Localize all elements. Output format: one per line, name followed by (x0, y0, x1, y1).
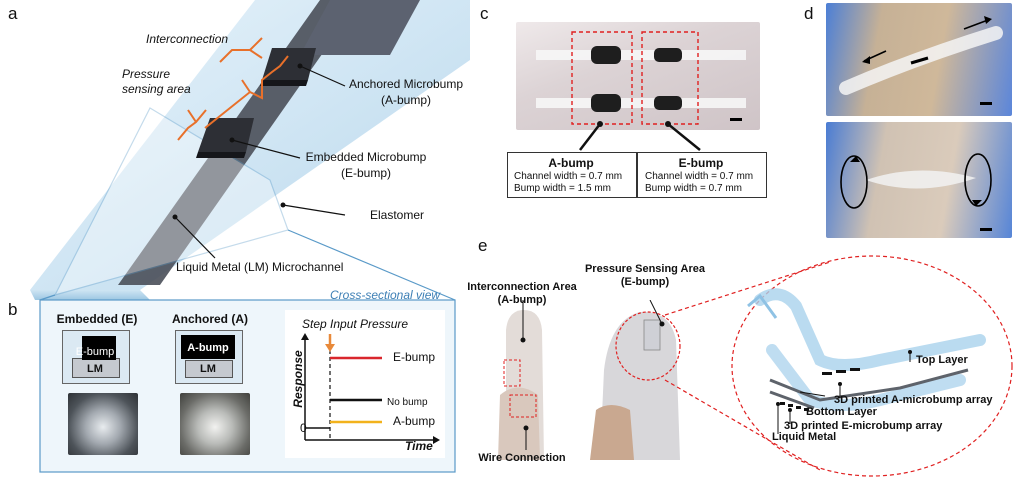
a-bump-leader-dot (297, 63, 303, 69)
panel-label-a: a (8, 4, 18, 23)
series-label-abump: A-bump (393, 414, 436, 428)
a-microbump-array-label: 3D printed A-microbump array (834, 394, 993, 406)
anchored-microbump-label-1: Anchored Microbump (348, 77, 464, 91)
elastomer-front-face (30, 290, 150, 300)
finger-photo-2 (590, 300, 681, 460)
embedded-photo (68, 393, 138, 455)
stretching-overlay (839, 16, 1003, 105)
panel-label-e: e (478, 236, 488, 255)
embedded-ebump-block (82, 336, 116, 360)
panel-label-c: c (480, 4, 489, 23)
e-bump-shape (198, 118, 254, 152)
anchored-lm-text: LM (200, 363, 216, 375)
ebump-spec-channel: Channel width = 0.7 mm (645, 171, 754, 182)
abump-spec-box (507, 152, 637, 198)
anchored-title: Anchored (A) (172, 312, 248, 326)
twisting-overlay (840, 153, 992, 231)
interconnection-label: Interconnection (146, 32, 229, 46)
anchored-abump-text: A-bump (187, 342, 229, 354)
ebump-spec-bump: Bump width = 0.7 mm (645, 183, 742, 194)
e-bump-side (196, 152, 246, 158)
panel-label-d: d (804, 4, 814, 23)
a-bump-side (260, 80, 308, 86)
panel-c-overlay (536, 31, 746, 127)
liquid-metal-label: Liquid Metal (772, 431, 837, 443)
embedded-lm-text: LM (87, 363, 103, 375)
panel-c-photo (516, 22, 760, 130)
chart-y-axis-arrow (301, 333, 309, 340)
pressure-bracket (177, 109, 207, 141)
panel-a-illustration (30, 0, 470, 300)
interconnection-area-label-2: (A-bump) (497, 294, 547, 306)
response-chart-card (285, 310, 445, 458)
finger-photo-1 (498, 300, 544, 460)
top-layer-label: Top Layer (916, 354, 968, 366)
panel-label-b: b (8, 300, 18, 319)
elastomer-label: Elastomer (370, 208, 425, 222)
anchored-abump-block (181, 335, 235, 359)
chart-x-axis-arrow (433, 436, 440, 444)
ebump-spec-title: E-bump (678, 156, 724, 170)
e-microbump-array-label: 3D printed E-microbump array (784, 420, 943, 432)
ebump-spec-box (637, 152, 767, 198)
cross-sectional-view-label: Cross-sectional view (330, 288, 441, 302)
embedded-title: Embedded (E) (56, 312, 138, 326)
a-bump-shape (262, 48, 316, 80)
abump-spec-channel: Channel width = 0.7 mm (514, 171, 623, 182)
lm-microchannel-label: Liquid Metal (LM) Microchannel (176, 260, 344, 274)
wire-connection-label: Wire Connection (478, 452, 566, 464)
anchored-microbump-label-2: (A-bump) (380, 93, 431, 107)
embedded-microbump-label-2: (E-bump) (340, 166, 391, 180)
interconnection-bracket-top (219, 37, 263, 63)
contact-pad (300, 0, 420, 55)
series-label-nobump: No bump (387, 397, 428, 408)
chart-xlabel: Time (405, 439, 433, 453)
abump-spec-title: A-bump (548, 156, 594, 170)
a-bump-leader (299, 65, 346, 87)
pressure-sensing-label-1: Pressure (122, 67, 171, 81)
interconnection-bracket (204, 55, 289, 129)
pressure-sensing-label-2: sensing area (122, 82, 191, 96)
chart-input-arrowhead (325, 344, 335, 352)
panel-c-leaders (579, 123, 701, 151)
pressure-sensing-area-label-1: Pressure Sensing Area (584, 263, 706, 275)
response-chart (301, 333, 440, 444)
anchored-lm-block (185, 360, 233, 378)
chart-title: Step Input Pressure (302, 317, 409, 331)
embedded-microbump-label-1: Embedded Microbump (305, 150, 427, 164)
anchored-photo (180, 393, 250, 455)
bottom-layer-label: Bottom Layer (806, 406, 877, 418)
chart-ytick-zero: 0 (300, 421, 307, 435)
abump-spec-bump: Bump width = 1.5 mm (514, 183, 611, 194)
series-label-ebump: E-bump (393, 350, 436, 364)
interconnection-area-label-1: Interconnection Area (467, 281, 577, 293)
e-bump-leader (231, 139, 301, 159)
lm-leader (174, 216, 216, 259)
elastomer-leader-dot (280, 202, 286, 208)
elastomer-leader (282, 204, 346, 216)
embedded-ebump-text: E-bump (75, 346, 115, 358)
e-bump-leader-dot (229, 137, 235, 143)
lm-leader-dot (172, 214, 178, 220)
pressure-sensing-area-label-2: (E-bump) (620, 276, 670, 288)
